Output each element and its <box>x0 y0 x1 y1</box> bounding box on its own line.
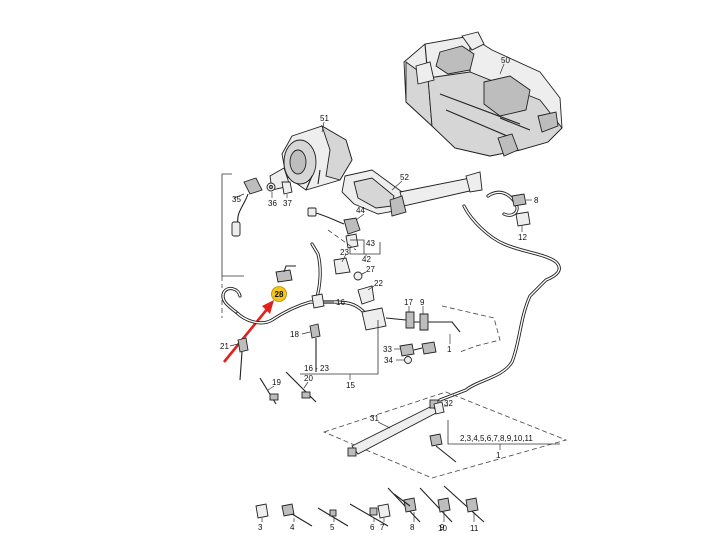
label-bottom-7: 7 <box>380 523 385 532</box>
label-bottom-4: 4 <box>290 523 295 532</box>
fuel-tank[interactable] <box>403 31 563 157</box>
sensor-44[interactable] <box>307 207 361 235</box>
clip-16[interactable] <box>311 293 325 309</box>
sensor-unit-17[interactable] <box>361 307 461 333</box>
label-44: 44 <box>356 206 365 215</box>
label-21: 21 <box>220 342 229 351</box>
part-4[interactable] <box>281 503 313 527</box>
label-31: 31 <box>370 414 379 423</box>
label-1-mid: 1 <box>447 345 452 354</box>
part-3[interactable] <box>255 503 269 519</box>
part-11[interactable] <box>443 485 485 523</box>
connector-8[interactable] <box>511 193 527 207</box>
label-20: 20 <box>304 374 313 383</box>
label-bottom-6: 6 <box>370 523 375 532</box>
label-8-top: 8 <box>534 196 539 205</box>
label-35: 35 <box>232 195 241 204</box>
label-bottom-11: 11 <box>470 524 479 533</box>
bracket-23[interactable] <box>333 257 351 275</box>
clip-37[interactable] <box>281 181 293 195</box>
label-23-top: 23 <box>340 248 349 257</box>
part-8[interactable] <box>387 487 421 523</box>
part-5[interactable] <box>317 507 349 527</box>
clip-32[interactable] <box>433 401 445 415</box>
label-12: 12 <box>518 233 527 242</box>
nut-34[interactable] <box>404 356 412 364</box>
label-22: 22 <box>374 279 383 288</box>
label-1-bottom: 1 <box>496 451 501 460</box>
label-bottom-8: 8 <box>410 523 415 532</box>
label-bottom-9: 9 <box>440 523 445 532</box>
label-37: 37 <box>283 199 292 208</box>
lambda-sensor-35[interactable] <box>231 177 263 237</box>
holder-12[interactable] <box>515 211 531 227</box>
highlight-badge-28: 28 <box>271 286 287 302</box>
heat-shield-31[interactable] <box>347 399 439 457</box>
label-2-11: 2,3,4,5,6,7,8,9,10,11 <box>460 434 533 443</box>
label-52: 52 <box>400 173 409 182</box>
label-16-23: 16 - 23 <box>304 364 329 373</box>
nut-27[interactable] <box>353 271 363 281</box>
connector-33[interactable] <box>399 341 437 357</box>
part-10[interactable] <box>419 487 453 523</box>
sensor-18[interactable] <box>309 323 321 372</box>
front-exhaust-pipe[interactable] <box>341 169 483 217</box>
highlight-arrow <box>222 300 274 363</box>
label-16-top: 16 <box>336 298 345 307</box>
label-27: 27 <box>366 265 375 274</box>
label-33: 33 <box>383 345 392 354</box>
label-bottom-5: 5 <box>330 523 335 532</box>
label-19: 19 <box>272 378 281 387</box>
part-7[interactable] <box>377 503 391 519</box>
label-43: 43 <box>366 239 375 248</box>
temperature-sensor-28[interactable] <box>275 265 296 283</box>
label-18: 18 <box>290 330 299 339</box>
label-51: 51 <box>320 114 329 123</box>
sensor-21[interactable] <box>237 337 249 381</box>
label-bottom-10: 10 <box>438 524 447 533</box>
label-28: 28 <box>275 290 284 299</box>
washer-36[interactable] <box>266 182 276 192</box>
label-36: 36 <box>268 199 277 208</box>
label-15: 15 <box>346 381 355 390</box>
label-34: 34 <box>384 356 393 365</box>
clamp-43[interactable] <box>345 233 359 249</box>
bracket-22[interactable] <box>357 285 375 305</box>
label-bottom-3: 3 <box>258 523 263 532</box>
probe-20[interactable] <box>285 371 317 403</box>
catalytic-converter[interactable] <box>269 125 353 191</box>
probe-19[interactable] <box>259 377 279 405</box>
part-6[interactable] <box>349 503 389 527</box>
part-9[interactable] <box>393 493 411 507</box>
label-50: 50 <box>501 56 510 65</box>
label-17: 17 <box>404 298 413 307</box>
clamp-lower[interactable] <box>429 433 457 463</box>
label-9: 9 <box>420 298 425 307</box>
label-32: 32 <box>444 399 453 408</box>
label-42: 42 <box>362 255 371 264</box>
